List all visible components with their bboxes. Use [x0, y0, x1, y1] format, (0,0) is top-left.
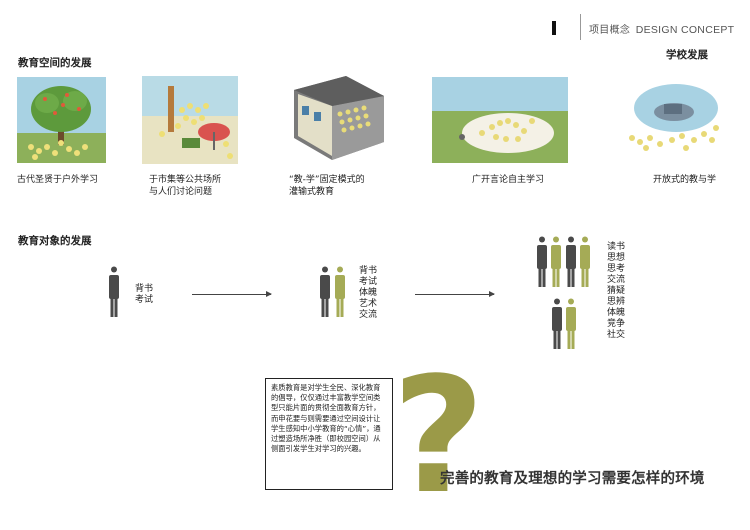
- student-figure-group: [536, 236, 598, 352]
- header-title-cn: 项目概念: [589, 25, 631, 36]
- stage3-labels: 读书 思想 思考 交流 猜疑 思辨 体魄 竞争 社交: [607, 242, 625, 341]
- stage3-label: 社交: [607, 330, 626, 340]
- caption-fixed-classroom-line1: “教-学”固定模式的: [289, 175, 365, 185]
- stage1-labels: 背书 考试: [135, 284, 153, 306]
- student-figure-pair: [319, 266, 349, 318]
- caption-public-discussion-line1: 于市集等公共场所: [149, 175, 222, 185]
- progress-arrow-2: [415, 291, 495, 297]
- caption-fixed-classroom: “教-学”固定模式的 灌输式教育: [289, 174, 365, 198]
- stage1-label: 背书: [135, 284, 154, 294]
- stage2-label: 考试: [359, 277, 378, 287]
- space-section-title: 教育空间的发展: [18, 57, 92, 69]
- stage2-labels: 背书 考试 体魄 艺术 交流: [359, 266, 377, 321]
- caption-free-discussion: 广开言论自主学习: [472, 175, 545, 185]
- illustration-open-teaching: [616, 78, 726, 164]
- environment-question: 完善的教育及理想的学习需要怎样的环境: [440, 471, 705, 487]
- quality-education-paragraph: 素质教育是对学生全民、深化教育的倡导，仅仅通过丰富教学空间类型只能片面的贯彻全面…: [265, 378, 393, 490]
- stage3-label: 交流: [607, 275, 626, 285]
- caption-open-teaching: 开放式的教与学: [653, 175, 717, 185]
- progress-arrow-1: [192, 291, 272, 297]
- caption-public-discussion-line2: 与人们讨论问题: [149, 187, 213, 197]
- illustration-fixed-classroom: [288, 72, 388, 164]
- stage3-label: 猜疑: [607, 286, 626, 296]
- stage3-label: 思辨: [607, 297, 626, 307]
- stage3-label: 竞争: [607, 319, 626, 329]
- question-mark-graphic: ?: [392, 342, 485, 529]
- stage3-label: 思考: [607, 264, 626, 274]
- school-development-title: 学校发展: [666, 49, 708, 61]
- header-title-en: DESIGN CONCEPT: [635, 24, 735, 36]
- stage3-label: 体魄: [607, 308, 626, 318]
- stage3-label: 读书: [607, 242, 626, 252]
- illustration-free-discussion: [432, 77, 568, 163]
- stage1-label: 考试: [135, 295, 154, 305]
- student-figure-dark: [108, 266, 120, 318]
- header-accent-bar: [552, 21, 556, 35]
- illustration-public-discussion: [142, 76, 238, 164]
- caption-outdoor-learning: 古代圣贤于户外学习: [17, 175, 99, 185]
- header-divider: [580, 14, 581, 40]
- object-section-title: 教育对象的发展: [18, 235, 92, 247]
- stage2-label: 艺术: [359, 299, 378, 309]
- header-title: 项目概念 DESIGN CONCEPT: [589, 21, 734, 36]
- illustration-outdoor-learning: [17, 77, 106, 163]
- caption-fixed-classroom-line2: 灌输式教育: [289, 187, 335, 197]
- stage2-label: 背书: [359, 266, 378, 276]
- caption-public-discussion: 于市集等公共场所 与人们讨论问题: [149, 174, 221, 198]
- stage2-label: 交流: [359, 310, 378, 320]
- stage2-label: 体魄: [359, 288, 378, 298]
- stage3-label: 思想: [607, 253, 626, 263]
